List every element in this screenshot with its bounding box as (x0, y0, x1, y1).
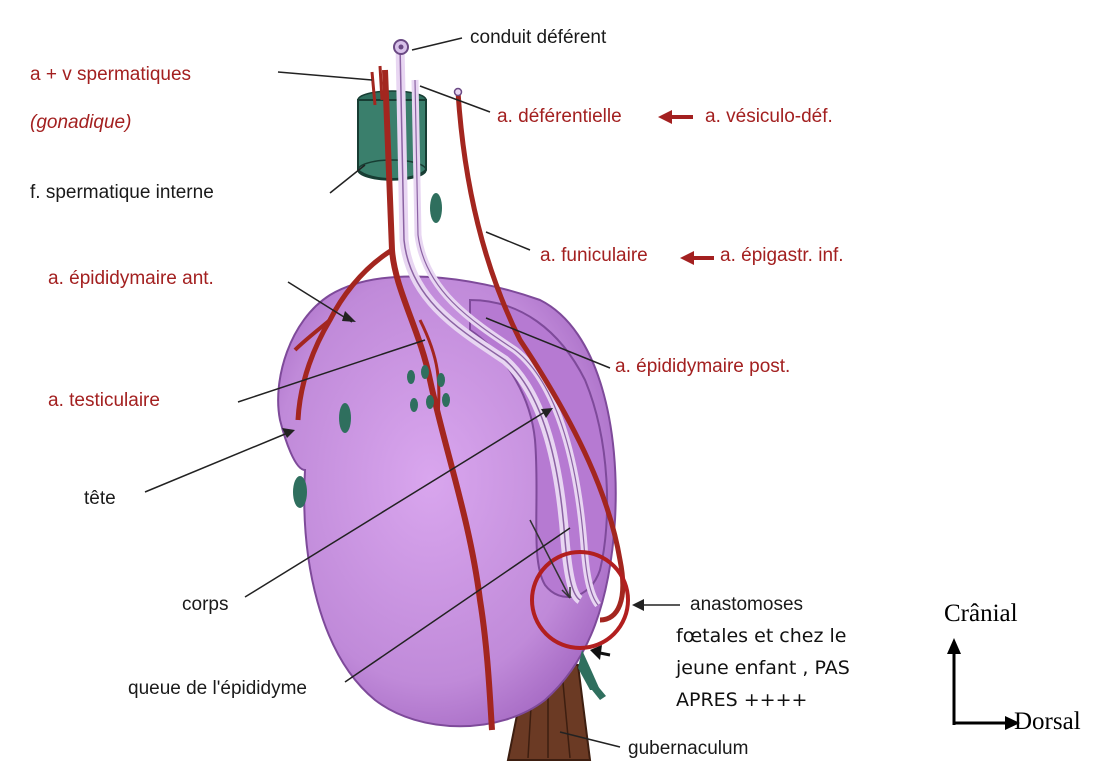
note-line-3: APRES ++++ (676, 684, 916, 716)
orientation-cranial-label: Crânial (944, 600, 1018, 628)
label-deferentielle: a. déférentielle (497, 106, 622, 128)
label-anastomoses: anastomoses (690, 594, 803, 616)
label-epigastr-inf: a. épigastr. inf. (720, 245, 844, 267)
red-arrows (658, 110, 714, 265)
label-vesiculo-def: a. vésiculo-déf. (705, 106, 833, 128)
anastomoses-note: fœtales et chez le jeune enfant , PAS AP… (676, 620, 916, 716)
label-corps: corps (182, 594, 228, 616)
label-gonadique: (gonadique) (30, 112, 131, 134)
label-epididymaire-post: a. épididymaire post. (615, 356, 790, 378)
label-testiculaire: a. testiculaire (48, 390, 160, 412)
label-tete: tête (84, 488, 116, 510)
orientation-dorsal-label: Dorsal (1014, 708, 1081, 736)
note-line-2: jeune enfant , PAS (676, 652, 916, 684)
label-queue-epididyme: queue de l'épididyme (128, 678, 307, 700)
label-av-spermatiques: a + v spermatiques (30, 64, 191, 86)
label-f-spermatique-interne: f. spermatique interne (30, 182, 214, 204)
label-gubernaculum: gubernaculum (628, 738, 748, 760)
orientation-axes (954, 650, 1010, 725)
label-epididymaire-ant: a. épididymaire ant. (48, 268, 214, 290)
cranial-arrow-icon (947, 638, 961, 654)
label-conduit-deferent: conduit déférent (470, 27, 606, 49)
note-line-1: fœtales et chez le (676, 620, 916, 652)
label-funiculaire: a. funiculaire (540, 245, 648, 267)
